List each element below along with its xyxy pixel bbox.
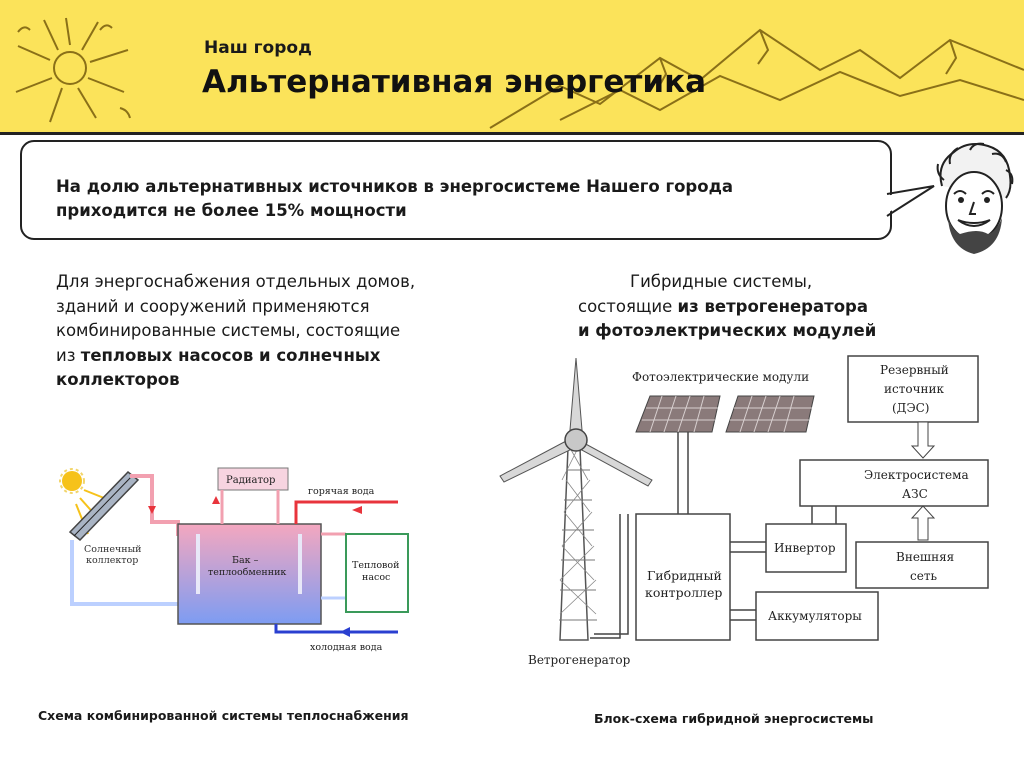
right-text-line-1: Гибридные системы,	[630, 272, 813, 291]
wind-label: Ветрогенератор	[528, 653, 631, 667]
heat-pump	[345, 533, 409, 613]
left-text-line-1: Для энергоснабжения отдельных домов,	[56, 272, 416, 291]
batteries	[755, 591, 879, 641]
external-grid	[855, 541, 989, 589]
radiator	[217, 467, 289, 491]
sun-rays	[75, 489, 105, 535]
cold-water-label: холодная вода	[310, 642, 383, 653]
left-text-line-4-bold: тепловых насосов и солнечных	[80, 345, 381, 365]
reserve-label-1: Резервный	[880, 363, 949, 377]
reserve-label-2: источник	[884, 382, 945, 396]
left-text-line-4: из тепловых насосов и солнечных	[56, 344, 506, 369]
heat-diagram-caption: Схема комбинированной системы теплоснабж…	[38, 708, 409, 723]
external-label-2: сеть	[910, 569, 937, 583]
mountains-sketch-icon	[489, 28, 1024, 129]
system-label-2: АЗС	[902, 487, 928, 501]
radiator-label: Радиатор	[226, 475, 275, 486]
hybrid-system-description: Гибридные системы, состоящие из ветроген…	[578, 270, 998, 344]
hybrid-diagram-caption: Блок-схема гибридной энергосистемы	[594, 711, 874, 726]
sun-sketch-icon	[15, 17, 131, 123]
pv-label: Фотоэлектрические модули	[632, 370, 809, 384]
right-text-line-3: и фотоэлектрических модулей	[578, 319, 998, 344]
sun-icon	[59, 468, 85, 494]
batteries-label: Аккумуляторы	[768, 609, 862, 623]
electrical-system	[799, 459, 989, 507]
inverter	[765, 523, 847, 573]
heat-pump-label-2: насос	[362, 572, 390, 583]
left-text-line-4-plain: из	[56, 345, 81, 365]
system-label-1: Электросистема	[864, 468, 969, 482]
heat-pump-label-1: Тепловой	[352, 560, 399, 571]
left-text-line-5: коллекторов	[56, 368, 506, 393]
right-text-line-2: состоящие из ветрогенератора	[578, 295, 998, 320]
right-text-line-3-bold: и фотоэлектрических модулей	[578, 321, 877, 340]
hybrid-controller	[635, 513, 731, 641]
header-decoration	[15, 17, 1024, 129]
header-divider	[0, 132, 1024, 135]
controller-label-2: контроллер	[645, 585, 722, 600]
tank-label-1: Бак –	[232, 555, 259, 566]
callout-line-1: На долю альтернативных источников в энер…	[56, 177, 734, 196]
external-label-1: Внешняя	[896, 550, 954, 564]
inverter-label: Инвертор	[774, 541, 836, 555]
collector-label-2: коллектор	[86, 555, 138, 566]
right-text-line-2-bold: из ветрогенератора	[677, 296, 868, 316]
header-banner: Наш город Альтернативная энергетика	[0, 0, 1024, 134]
speech-bubble	[20, 140, 892, 240]
reserve-source	[847, 355, 979, 423]
tank-heat-exchanger	[177, 523, 322, 625]
left-text-line-2: зданий и сооружений применяются	[56, 296, 370, 316]
pv-module-2	[725, 395, 815, 433]
left-text-line-3: комбинированные системы, состоящие	[56, 321, 401, 340]
cartoon-man-icon	[936, 142, 1014, 254]
hot-water-label: горячая вода	[308, 486, 375, 497]
page-title: Альтернативная энергетика	[202, 64, 707, 100]
controller-label-1: Гибридный	[647, 568, 722, 583]
right-text-line-2-plain: состоящие	[578, 296, 678, 316]
left-text-line-5-bold: коллекторов	[56, 370, 180, 389]
collector-label-1: Солнечный	[84, 544, 141, 555]
heat-system-description: Для энергоснабжения отдельных домов, зда…	[56, 270, 506, 393]
tank-label-2: теплообменник	[208, 567, 286, 578]
callout-text: На долю альтернативных источников в энер…	[56, 175, 896, 223]
solar-collector	[68, 470, 140, 542]
reserve-label-3: (ДЭС)	[892, 401, 929, 415]
header-kicker: Наш город	[204, 38, 312, 58]
speech-bubble-tail	[886, 185, 935, 217]
pv-module-1	[635, 395, 721, 433]
callout-line-2: приходится не более 15% мощности	[56, 201, 407, 220]
wind-turbine-icon	[499, 357, 653, 641]
